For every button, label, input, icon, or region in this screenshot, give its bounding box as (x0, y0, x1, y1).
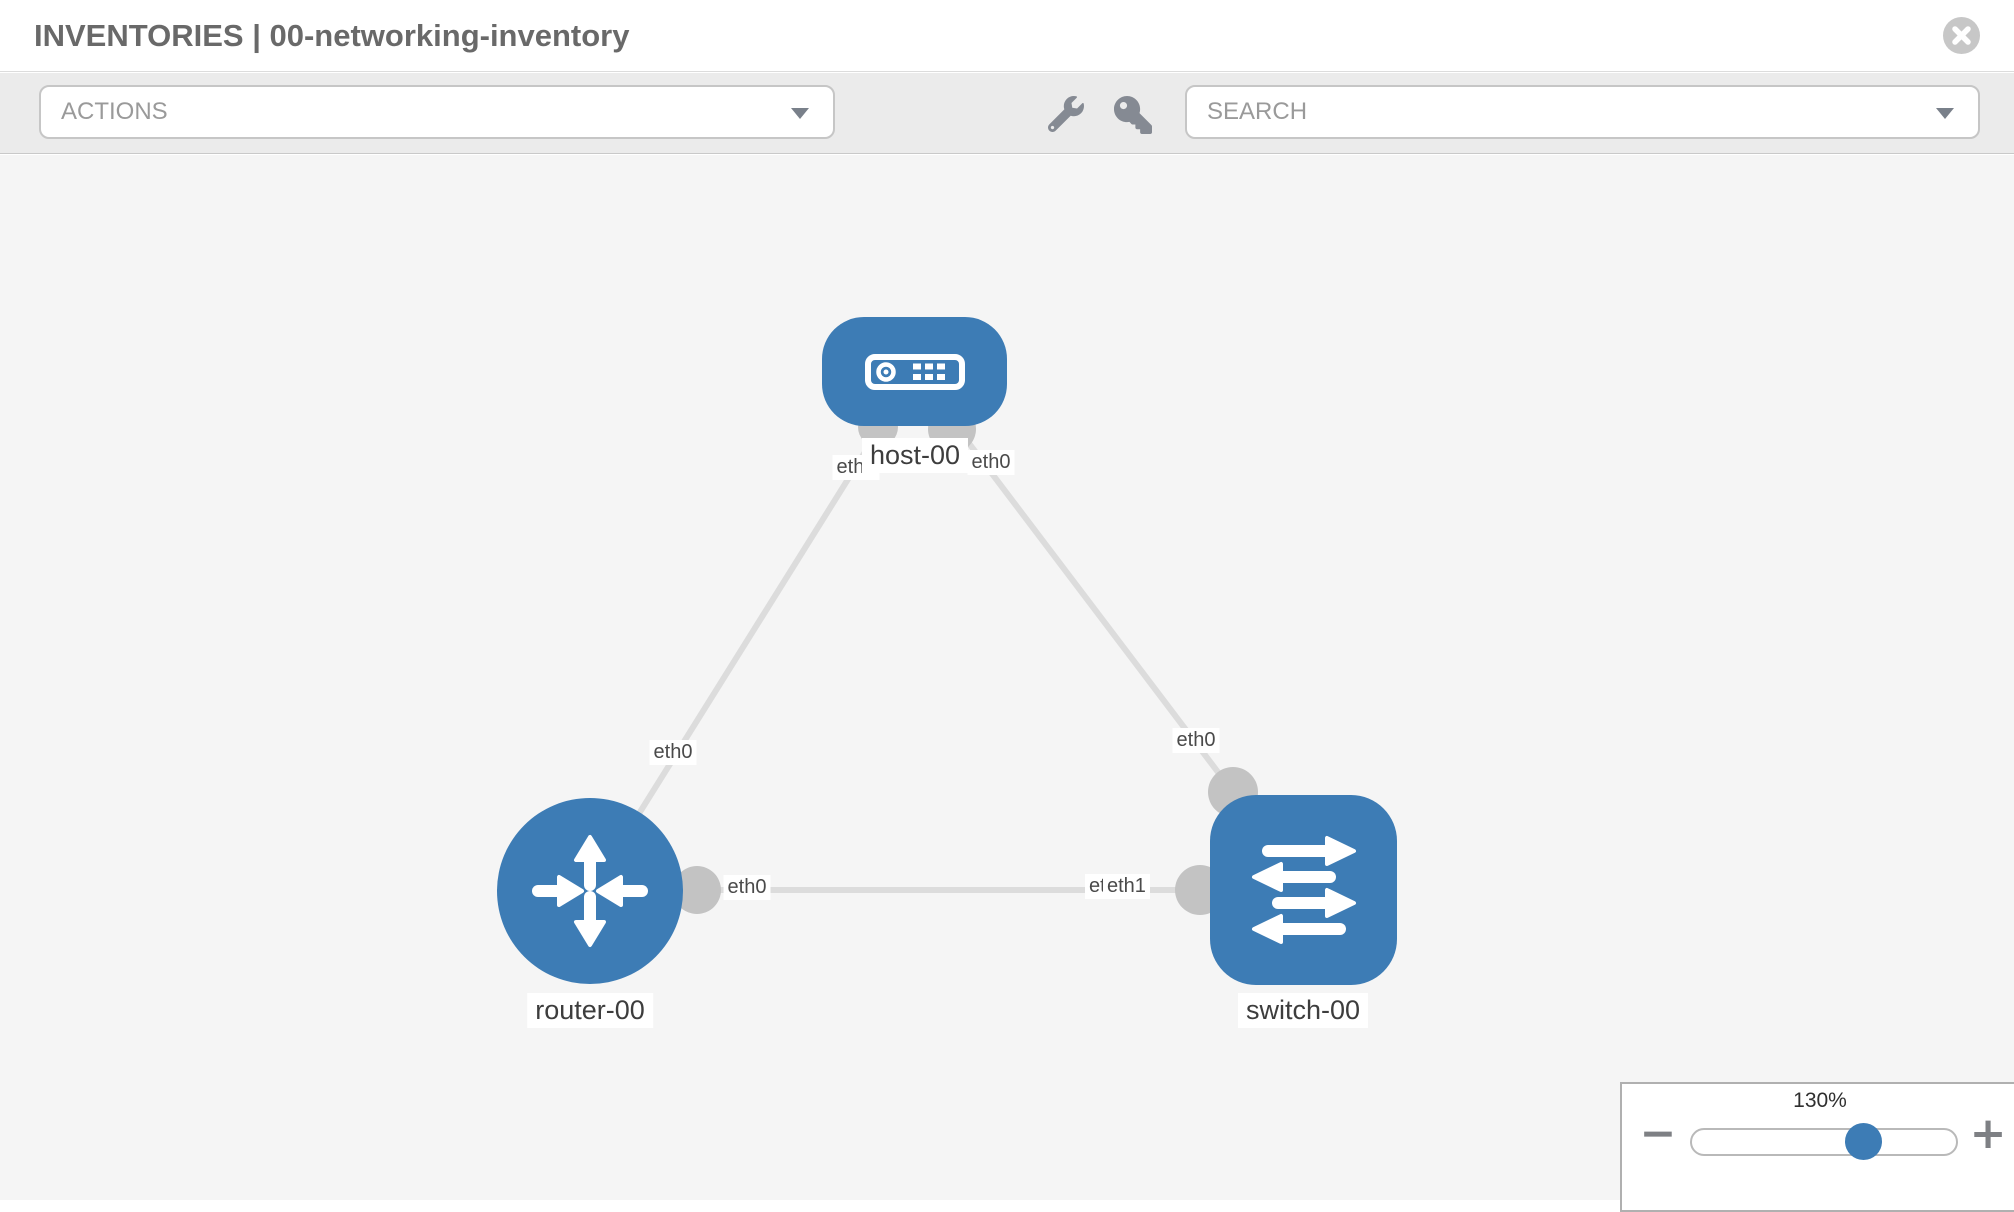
node-label-router: router-00 (527, 993, 653, 1028)
topology-graph (587, 370, 1258, 915)
interface-label-router-top: eth0 (649, 740, 697, 765)
close-button[interactable] (1942, 16, 1981, 55)
node-label-switch: switch-00 (1237, 993, 1369, 1028)
page-header: INVENTORIES | 00-networking-inventory (0, 0, 2014, 72)
actions-dropdown-label: ACTIONS (61, 98, 168, 125)
close-icon (1943, 17, 1980, 54)
chevron-down-icon (791, 108, 809, 119)
zoom-control-panel: 130% − + (1620, 1082, 2014, 1212)
interface-label-switch-top: eth0 (1172, 728, 1220, 753)
zoom-in-button[interactable]: + (1964, 1110, 2012, 1158)
search-dropdown[interactable]: SEARCH (1185, 85, 1980, 139)
interface-label-host-right: eth0 (967, 450, 1015, 475)
node-router-00[interactable] (497, 798, 683, 984)
interface-label-router-right: eth0 (723, 875, 771, 900)
credentials-button[interactable] (1114, 96, 1152, 137)
page-title: INVENTORIES | 00-networking-inventory (34, 17, 630, 53)
node-label-host: host-00 (861, 438, 969, 473)
chevron-down-icon (1936, 108, 1954, 119)
switch-arrows-icon (1251, 836, 1356, 944)
interface-port-router-right (673, 866, 721, 914)
minus-icon: − (1639, 1108, 1677, 1159)
search-dropdown-label: SEARCH (1207, 98, 1308, 125)
zoom-out-button[interactable]: − (1634, 1110, 1682, 1158)
toolbar: ACTIONS SEARCH (0, 73, 2014, 154)
node-switch-00[interactable] (1210, 795, 1397, 985)
configure-tools-button[interactable] (1047, 96, 1084, 135)
zoom-slider-knob[interactable] (1845, 1123, 1882, 1160)
key-icon (1114, 96, 1152, 134)
plus-icon: + (1969, 1108, 2007, 1159)
zoom-slider[interactable] (1690, 1123, 1958, 1160)
topology-canvas[interactable]: eth0 eth0 eth0 eth0 eth0 eth0 eth1 host-… (0, 155, 2014, 1200)
router-arrows-icon (532, 835, 648, 947)
node-host-00[interactable] (822, 317, 1007, 426)
interface-label-switch-left-front: eth1 (1103, 874, 1150, 899)
zoom-level-value: 130% (1793, 1089, 1847, 1112)
wrench-icon (1047, 96, 1084, 133)
close-icon-stroke (1952, 26, 1971, 45)
server-icon (864, 353, 965, 390)
actions-dropdown[interactable]: ACTIONS (39, 85, 835, 139)
